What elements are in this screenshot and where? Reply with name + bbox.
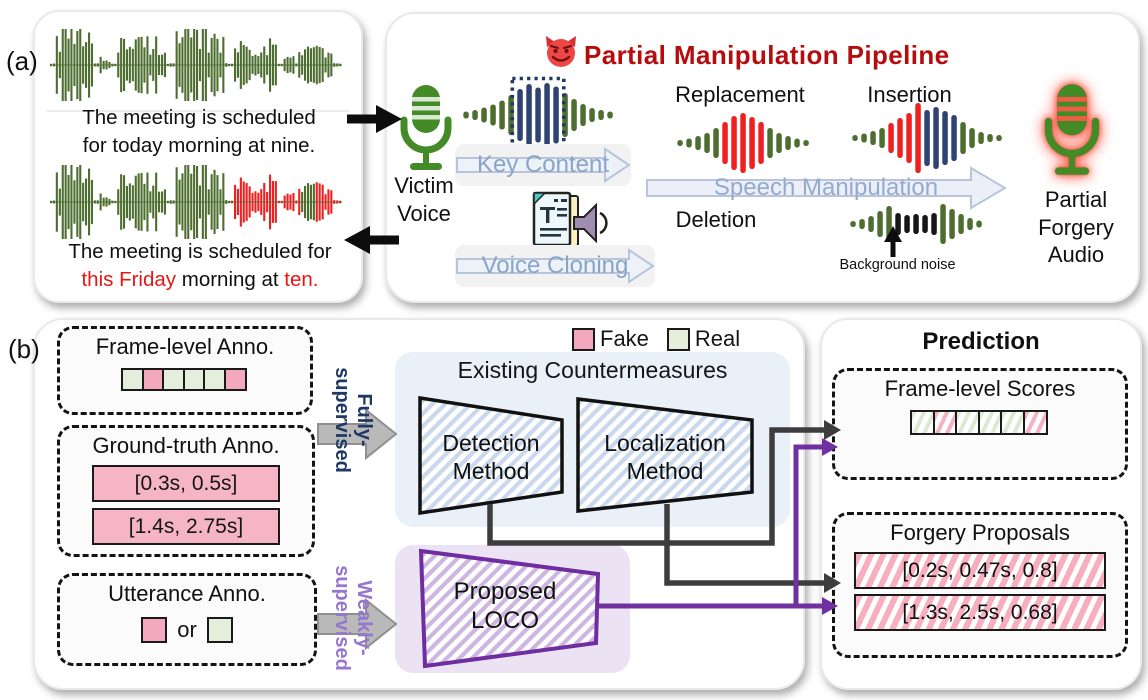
label-line: Partial [1044, 187, 1108, 212]
devil-icon [546, 36, 576, 67]
fake-square [141, 617, 168, 643]
label-line: Victim [394, 173, 454, 198]
frame-scores-squares [835, 410, 1125, 435]
divider [47, 110, 349, 112]
frame-square [223, 368, 247, 391]
label-line: LOCO [470, 606, 539, 634]
label-line: Audio [1047, 242, 1105, 267]
forgery-proposal: [0.2s, 0.47s, 0.8] [854, 552, 1106, 589]
label-line: Method [452, 457, 530, 484]
forgery-proposals-title: Forgery Proposals [890, 520, 1070, 545]
legend-real-swatch [666, 327, 690, 351]
forgery-microphone-icon [1044, 84, 1100, 175]
arrow-shape [646, 166, 1007, 210]
victim-microphone-icon [400, 85, 452, 170]
forged-words: this Friday [81, 267, 177, 291]
original-waveform [50, 29, 342, 101]
legend-fake-label: Fake [600, 326, 649, 351]
forgery-proposals-box: Forgery Proposals [0.2s, 0.47s, 0.8] [1.3… [832, 512, 1128, 658]
forgery-proposals-list: [0.2s, 0.47s, 0.8] [1.3s, 2.5s, 0.68] [835, 552, 1125, 631]
frame-anno-title: Frame-level Anno. [95, 334, 275, 359]
legend-fake-swatch [572, 327, 595, 351]
background-noise-label: Background noise [839, 257, 956, 273]
existing-countermeasures-title: Existing Countermeasures [457, 357, 728, 383]
panel-a-original-box: The meeting is scheduled for today morni… [33, 10, 363, 303]
deletion-label: Deletion [675, 207, 757, 232]
score-square [1000, 410, 1025, 435]
transcript-line: for today morning at nine. [82, 133, 316, 157]
or-label: or [177, 617, 197, 642]
ground-truth-interval: [0.3s, 0.5s] [92, 465, 280, 502]
weakly-supervised-label: Weakly- supervised [326, 538, 378, 698]
replacement-waveform [677, 113, 809, 173]
prediction-title: Prediction [922, 328, 1040, 355]
label-line: supervised [331, 367, 353, 473]
panel-a-pipeline-box: Partial Manipulation Pipeline Victim Voi… [385, 12, 1140, 303]
fully-supervised-label: Fully- supervised [326, 340, 378, 500]
transcript-line: The meeting is scheduled [82, 106, 316, 129]
forged-waveform [50, 165, 342, 239]
label-line: Forgery [1038, 214, 1114, 240]
forgery-proposal: [1.3s, 2.5s, 0.68] [854, 594, 1106, 631]
ground-truth-intervals: [0.3s, 0.5s] [1.4s, 2.75s] [60, 465, 312, 545]
key-content-label: Key Content [476, 151, 610, 178]
deletion-waveform [850, 204, 982, 244]
real-square [206, 617, 233, 643]
label-line: Fully- [352, 393, 375, 447]
key-content-arrow: Key Content [455, 144, 631, 186]
arrow-shape [456, 147, 631, 183]
frame-anno-box: Frame-level Anno. [57, 326, 313, 415]
forged-words: ten. [284, 267, 319, 291]
partial-forgery-audio-label: Partial Forgery Audio [1005, 186, 1147, 269]
frame-scores-title: Frame-level Scores [884, 376, 1076, 401]
label-line: Weakly- [352, 580, 375, 656]
label-line: Voice [397, 200, 451, 226]
label-line: supervised [331, 565, 353, 671]
label-line: Proposed [453, 578, 557, 605]
insertion-label: Insertion [867, 82, 952, 107]
speech-manipulation-arrow: Speech Manipulation [645, 164, 1007, 212]
proposed-loco-trapezoid [418, 548, 601, 669]
transcript-line: The meeting is scheduled for [68, 240, 332, 263]
original-transcript: The meeting is scheduled for today morni… [43, 104, 355, 159]
legend: Fake Real [572, 326, 740, 352]
utterance-anno-box: Utterance Anno. or [57, 573, 317, 666]
arrow-shape [456, 248, 655, 284]
voice-cloning-icon [532, 191, 608, 247]
score-square [977, 410, 1003, 435]
replacement-label: Replacement [675, 82, 805, 107]
label-line: Localization [604, 430, 726, 456]
pipeline-title: Partial Manipulation Pipeline [584, 40, 950, 70]
insertion-waveform [852, 103, 1002, 173]
panel-a-label: (a) [6, 46, 38, 76]
ground-truth-title: Ground-truth Anno. [92, 433, 280, 458]
victim-voice-label: Victim Voice [369, 172, 479, 227]
ground-truth-interval: [1.4s, 2.75s] [92, 508, 280, 545]
forged-transcript: The meeting is scheduled for this Friday… [35, 238, 365, 293]
proposed-loco-label: Proposed LOCO [425, 578, 585, 636]
ground-truth-box: Ground-truth Anno. [0.3s, 0.5s] [1.4s, 2.… [57, 425, 315, 557]
score-square [932, 410, 958, 435]
speech-manipulation-label: Speech Manipulation [713, 174, 939, 201]
detection-method-label: Detection Method [420, 430, 562, 485]
score-square [1022, 410, 1048, 435]
key-content-waveform [463, 76, 613, 154]
utterance-anno-title: Utterance Anno. [108, 581, 266, 606]
label-line: Detection [442, 430, 540, 456]
frame-anno-squares [60, 368, 310, 391]
utterance-options: or [60, 617, 314, 643]
label-line: Method [626, 457, 704, 484]
panel-b-label: (b) [8, 334, 40, 364]
score-square [910, 410, 935, 435]
voice-cloning-arrow: Voice Cloning [455, 245, 655, 287]
voice-cloning-label: Voice Cloning [481, 252, 629, 279]
legend-real-label: Real [694, 326, 741, 351]
score-square [955, 410, 980, 435]
frame-scores-box: Frame-level Scores [832, 368, 1128, 480]
transcript-words: morning at [176, 267, 285, 291]
localization-method-label: Localization Method [578, 430, 752, 485]
